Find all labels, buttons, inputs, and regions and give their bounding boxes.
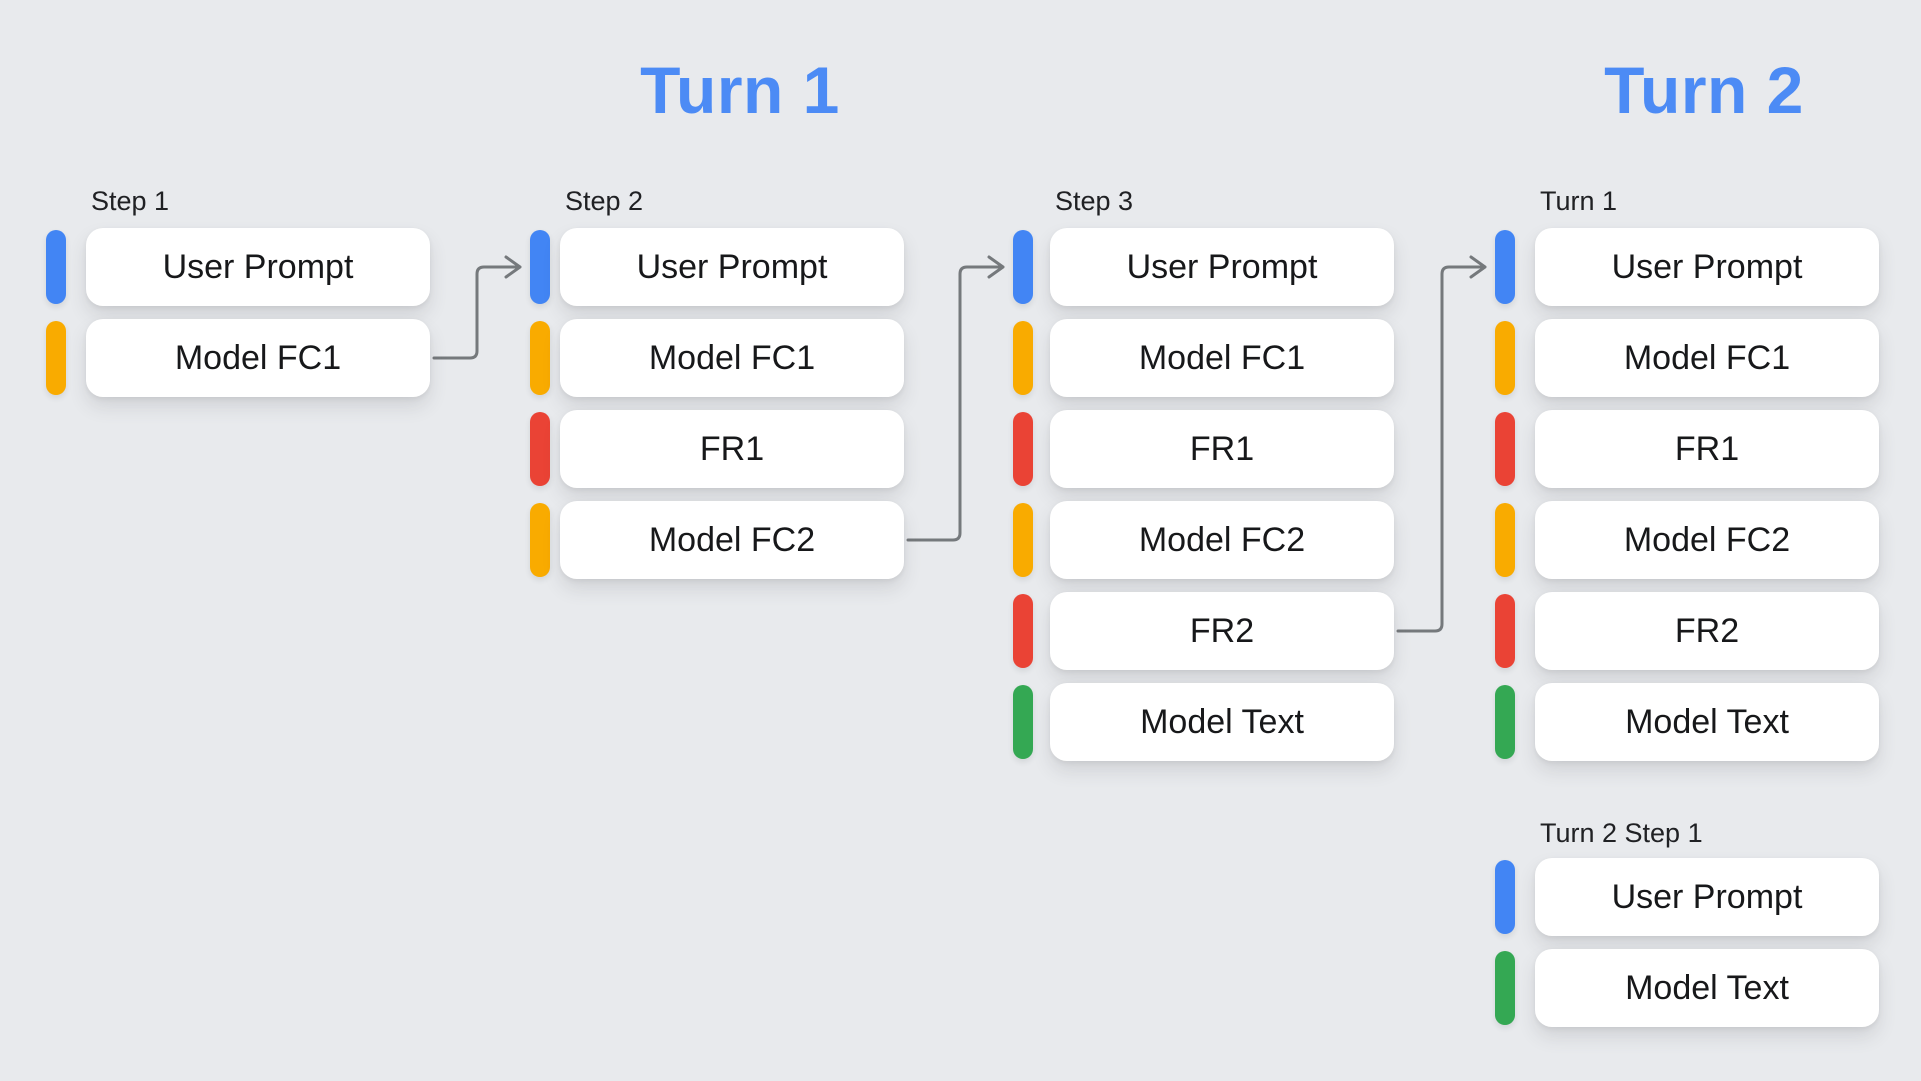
message-box-turn2-history-model-fc1: Model FC1 [1535,319,1879,397]
role-color-bar-yellow [530,321,550,395]
message-box-turn2-history-fr2: FR2 [1535,592,1879,670]
role-color-bar-yellow [530,503,550,577]
message-box-step2-fr1: FR1 [560,410,904,488]
column-label-step3: Step 3 [1055,186,1134,216]
role-color-bar-yellow [1495,321,1515,395]
role-color-bar-green [1495,951,1515,1025]
role-color-bar-yellow [1013,321,1033,395]
role-color-bar-blue [1013,230,1033,304]
role-color-bar-blue [1495,230,1515,304]
message-box-step2-model-fc2: Model FC2 [560,501,904,579]
column-label-turn2-step1: Turn 2 Step 1 [1540,818,1703,848]
role-color-bar-red [1495,412,1515,486]
flow-arrow-1 [432,255,522,360]
role-color-bar-red [530,412,550,486]
message-box-step2-model-fc1: Model FC1 [560,319,904,397]
role-color-bar-red [1013,594,1033,668]
message-box-turn2-history-user-prompt: User Prompt [1535,228,1879,306]
message-box-turn2-history-fr1: FR1 [1535,410,1879,488]
column-label-step1: Step 1 [91,186,170,216]
message-box-step1-user-prompt: User Prompt [86,228,430,306]
message-box-step3-user-prompt: User Prompt [1050,228,1394,306]
flow-arrow-3 [1396,255,1487,633]
message-box-step3-fr1: FR1 [1050,410,1394,488]
role-color-bar-red [1495,594,1515,668]
role-color-bar-green [1013,685,1033,759]
message-box-turn2-history-model-fc2: Model FC2 [1535,501,1879,579]
role-color-bar-blue [46,230,66,304]
message-box-step3-model-fc2: Model FC2 [1050,501,1394,579]
role-color-bar-yellow [46,321,66,395]
message-box-step3-model-text: Model Text [1050,683,1394,761]
flow-arrow-2 [906,255,1005,542]
role-color-bar-blue [530,230,550,304]
message-box-step1-model-fc1: Model FC1 [86,319,430,397]
column-label-step2: Step 2 [565,186,644,216]
role-color-bar-yellow [1013,503,1033,577]
turn2-section-title: Turn 2 [1604,53,1804,127]
message-box-step3-model-fc1: Model FC1 [1050,319,1394,397]
message-box-step3-fr2: FR2 [1050,592,1394,670]
turn1-section-title: Turn 1 [640,53,840,127]
message-box-turn2-step1-model-text: Model Text [1535,949,1879,1027]
role-color-bar-yellow [1495,503,1515,577]
role-color-bar-blue [1495,860,1515,934]
column-label-turn2-history: Turn 1 [1540,186,1618,216]
message-box-turn2-history-model-text: Model Text [1535,683,1879,761]
message-box-step2-user-prompt: User Prompt [560,228,904,306]
role-color-bar-red [1013,412,1033,486]
message-box-turn2-step1-user-prompt: User Prompt [1535,858,1879,936]
role-color-bar-green [1495,685,1515,759]
